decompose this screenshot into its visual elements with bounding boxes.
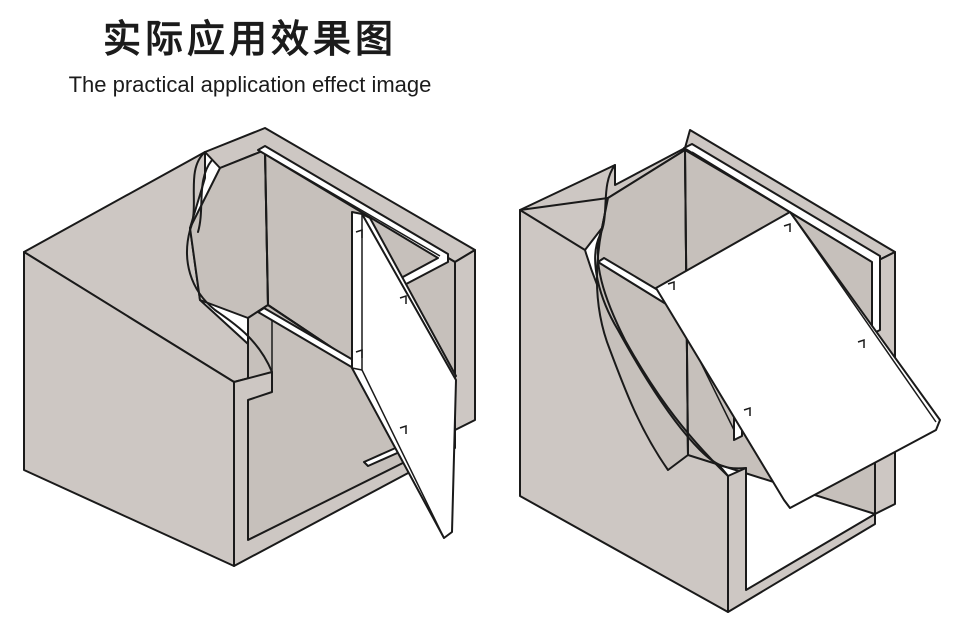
hinge-marks-right: [667, 222, 865, 416]
cabinet-left: [23, 127, 476, 567]
title-english: The practical application effect image: [68, 72, 432, 97]
cabinet-right-cut-line: [594, 164, 747, 470]
hinge-marks-left: [355, 228, 407, 434]
cabinet-right-interior-back: [595, 149, 689, 471]
cabinet-left-right-wall: [454, 249, 476, 431]
cabinet-left-cut-line: [186, 151, 273, 373]
hinge-rail-top-left: [257, 145, 449, 303]
title-chinese: 实际应用效果图: [102, 17, 397, 61]
cabinet-right: [519, 129, 941, 613]
